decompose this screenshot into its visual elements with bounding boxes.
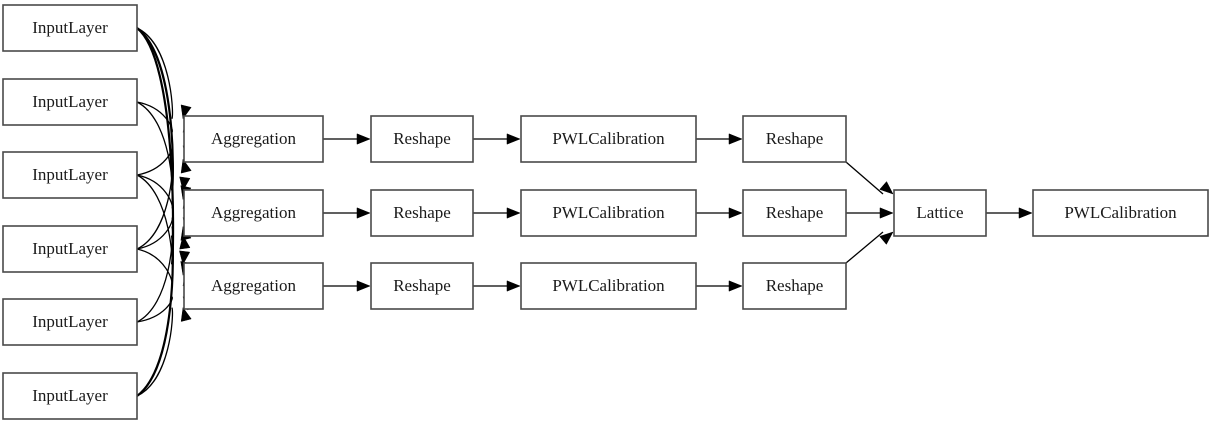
node-in5[interactable]: InputLayer bbox=[2, 298, 138, 346]
node-in2[interactable]: InputLayer bbox=[2, 78, 138, 126]
node-box-in3[interactable] bbox=[2, 151, 138, 199]
node-box-rs3[interactable] bbox=[370, 262, 474, 310]
node-box-pw3[interactable] bbox=[520, 262, 697, 310]
node-box-rt3[interactable] bbox=[742, 262, 847, 310]
node-box-in4[interactable] bbox=[2, 225, 138, 273]
node-out[interactable]: PWLCalibration bbox=[1032, 189, 1209, 237]
node-in3[interactable]: InputLayer bbox=[2, 151, 138, 199]
edge-arrowhead bbox=[506, 133, 521, 145]
node-box-lat[interactable] bbox=[893, 189, 987, 237]
edge-arrowhead bbox=[728, 133, 743, 145]
edge-arrowhead bbox=[179, 234, 191, 250]
node-in1[interactable]: InputLayer bbox=[2, 4, 138, 52]
node-box-ag1[interactable] bbox=[183, 115, 324, 163]
node-pw3[interactable]: PWLCalibration bbox=[520, 262, 697, 310]
node-in6[interactable]: InputLayer bbox=[2, 372, 138, 420]
edge-in2-to-ag2 bbox=[136, 101, 174, 200]
edge-in3-to-ag3 bbox=[136, 174, 174, 276]
edge-in4-to-ag1 bbox=[136, 159, 174, 250]
node-box-in1[interactable] bbox=[2, 4, 138, 52]
edge-arrowhead bbox=[879, 181, 894, 195]
node-box-ag2[interactable] bbox=[183, 189, 324, 237]
node-in4[interactable]: InputLayer bbox=[2, 225, 138, 273]
edge-in4-to-ag3 bbox=[136, 248, 173, 287]
node-ag1[interactable]: Aggregation bbox=[183, 115, 324, 163]
edge-in6-to-ag3 bbox=[136, 307, 174, 397]
node-rs1[interactable]: Reshape bbox=[370, 115, 474, 163]
node-rs2[interactable]: Reshape bbox=[370, 189, 474, 237]
edge-in1-to-ag1 bbox=[136, 27, 174, 119]
node-box-pw2[interactable] bbox=[520, 189, 697, 237]
node-box-in2[interactable] bbox=[2, 78, 138, 126]
edge-in3-to-ag2 bbox=[136, 174, 173, 209]
node-box-pw1[interactable] bbox=[520, 115, 697, 163]
node-box-rt1[interactable] bbox=[742, 115, 847, 163]
edge-in3-to-ag1 bbox=[136, 145, 173, 176]
node-box-in6[interactable] bbox=[2, 372, 138, 420]
edge-arrowhead bbox=[728, 280, 743, 292]
node-box-rs1[interactable] bbox=[370, 115, 474, 163]
edge-arrowhead bbox=[728, 207, 743, 219]
edge-in6-to-ag2 bbox=[136, 235, 174, 397]
node-ag2[interactable]: Aggregation bbox=[183, 189, 324, 237]
node-rs3[interactable]: Reshape bbox=[370, 262, 474, 310]
edge-arrowhead bbox=[506, 207, 521, 219]
edge-rt1-to-lat bbox=[845, 161, 884, 195]
edge-arrowhead bbox=[879, 231, 894, 245]
edge-arrowhead bbox=[506, 280, 521, 292]
node-box-in5[interactable] bbox=[2, 298, 138, 346]
edge-arrowhead bbox=[879, 207, 894, 219]
node-rt3[interactable]: Reshape bbox=[742, 262, 847, 310]
node-box-rs2[interactable] bbox=[370, 189, 474, 237]
node-box-rt2[interactable] bbox=[742, 189, 847, 237]
edge-arrowhead bbox=[356, 133, 371, 145]
node-lat[interactable]: Lattice bbox=[893, 189, 987, 237]
edge-arrowhead bbox=[179, 250, 191, 266]
edge-arrowhead bbox=[356, 280, 371, 292]
edge-arrowhead bbox=[180, 306, 192, 322]
edge-in2-to-ag1 bbox=[136, 101, 173, 133]
node-box-out[interactable] bbox=[1032, 189, 1209, 237]
node-pw1[interactable]: PWLCalibration bbox=[520, 115, 697, 163]
edge-arrowhead bbox=[1018, 207, 1033, 219]
edge-arrowhead bbox=[356, 207, 371, 219]
node-pw2[interactable]: PWLCalibration bbox=[520, 189, 697, 237]
node-rt2[interactable]: Reshape bbox=[742, 189, 847, 237]
node-box-ag3[interactable] bbox=[183, 262, 324, 310]
node-rt1[interactable]: Reshape bbox=[742, 115, 847, 163]
edge-rt3-to-lat bbox=[845, 231, 884, 264]
edge-in4-to-ag2 bbox=[136, 217, 173, 250]
node-ag3[interactable]: Aggregation bbox=[183, 262, 324, 310]
edge-in5-to-ag2 bbox=[136, 226, 174, 323]
